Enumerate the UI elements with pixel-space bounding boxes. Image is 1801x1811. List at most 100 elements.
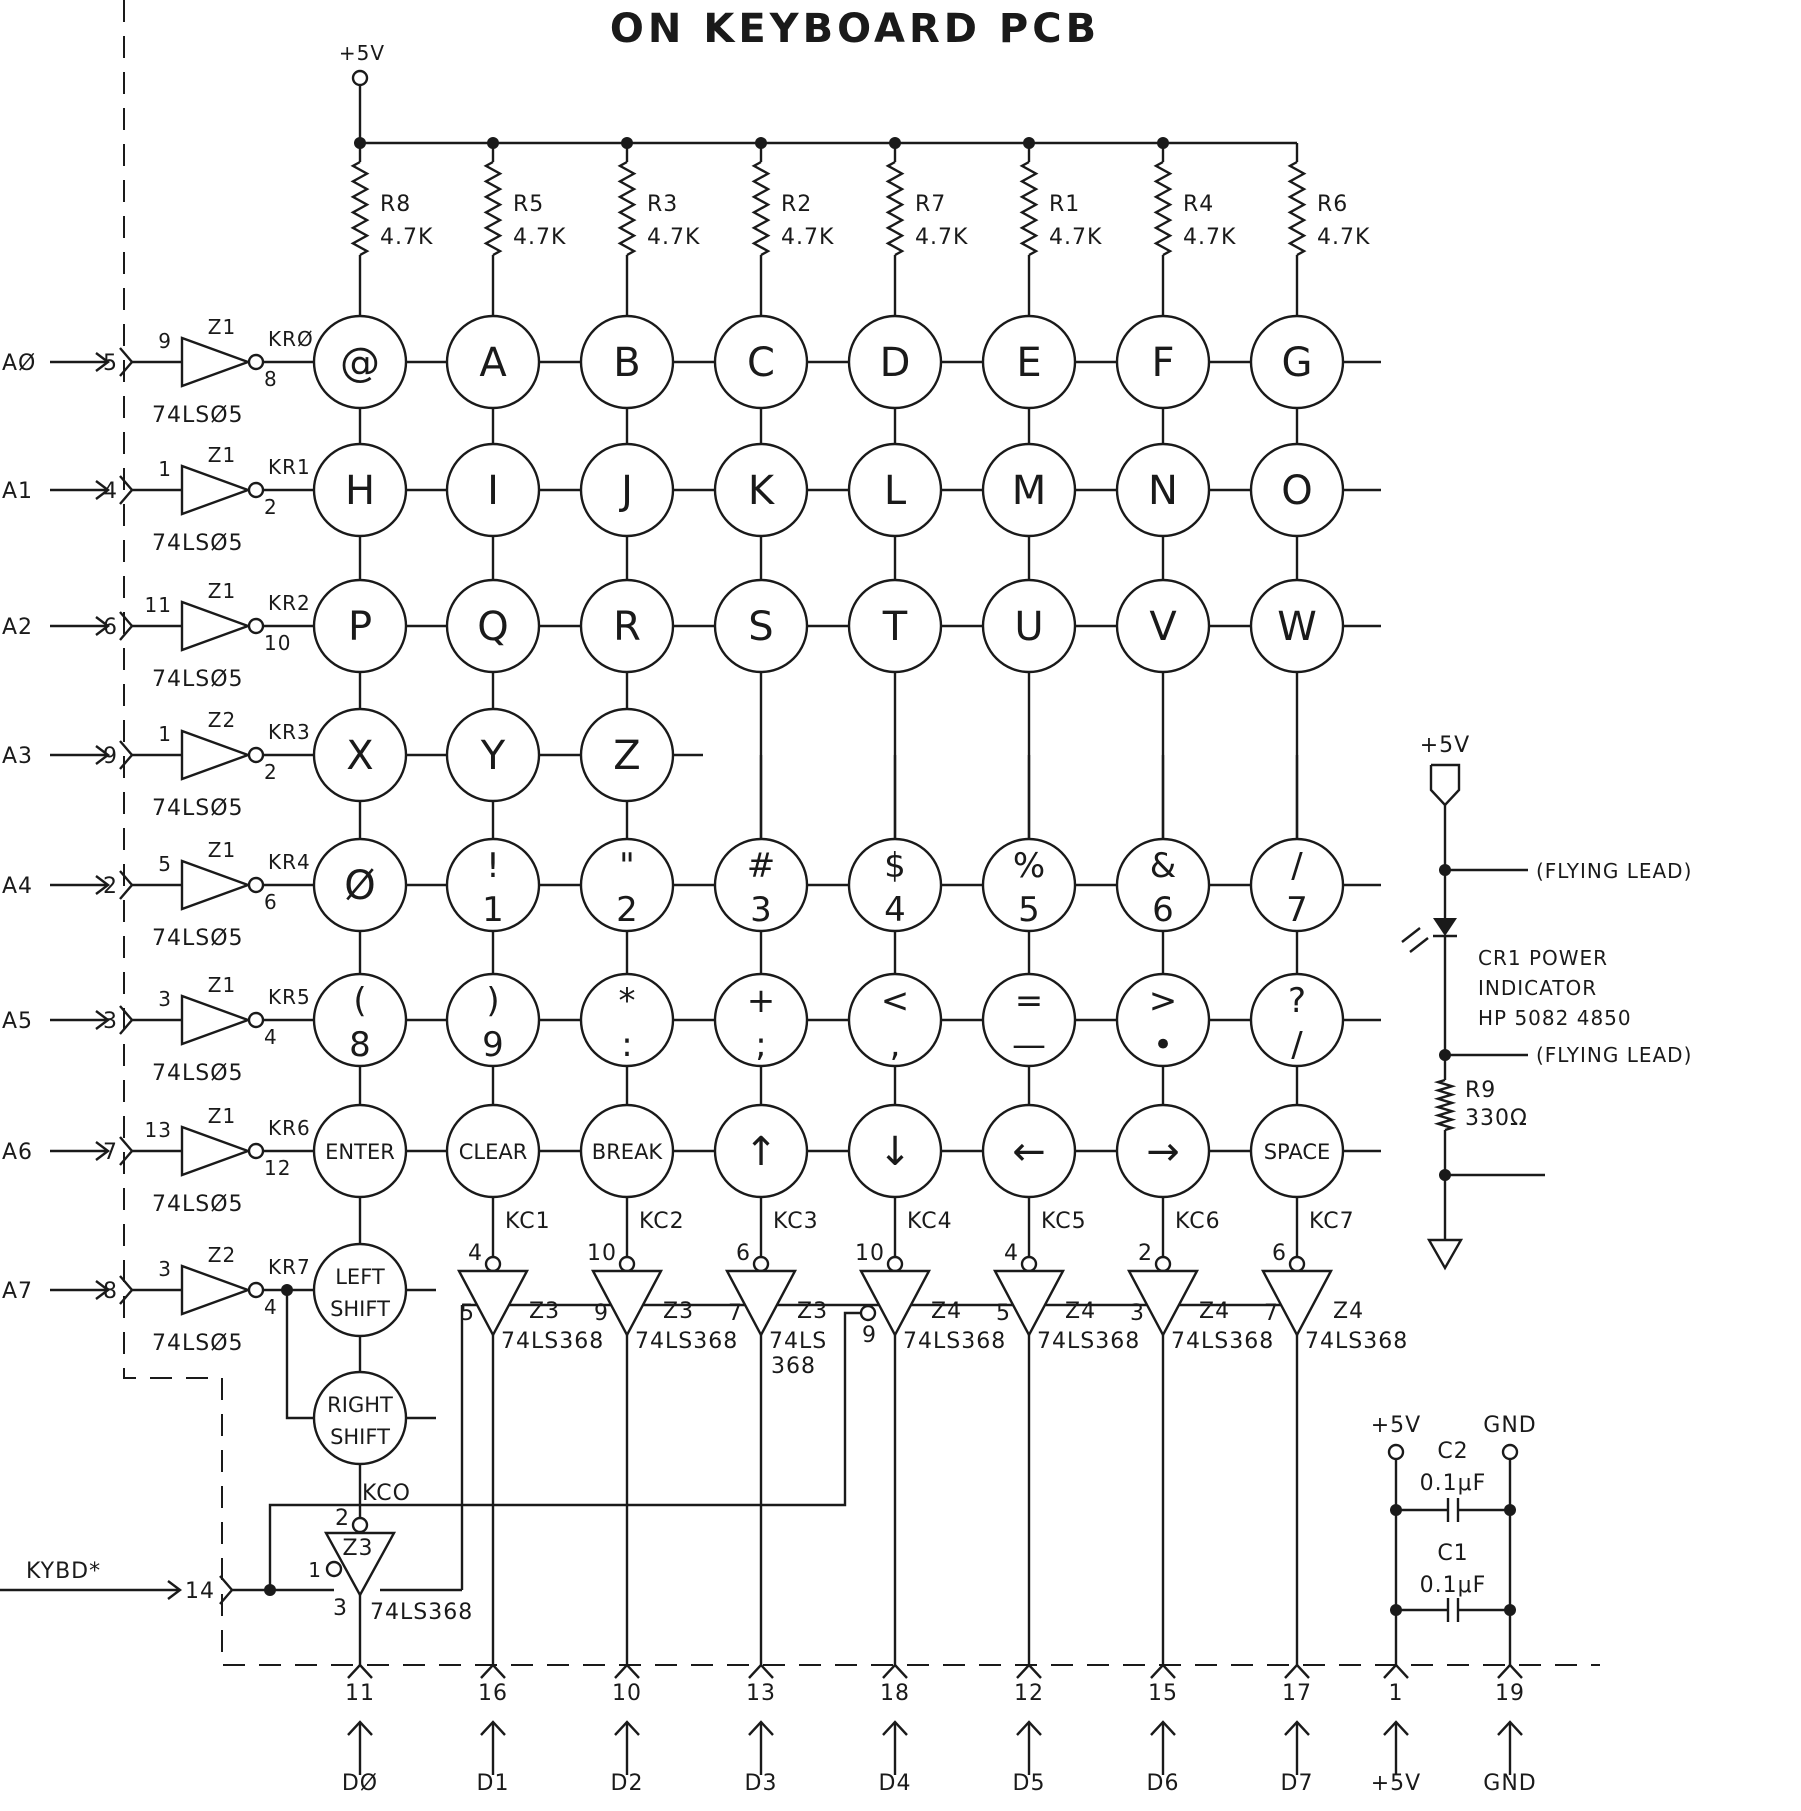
key-legend: A bbox=[479, 340, 507, 386]
resistor-value: 4.7K bbox=[513, 225, 566, 250]
key-switch bbox=[579, 707, 675, 803]
key-legend: I bbox=[487, 468, 499, 514]
key-legend: O bbox=[1281, 468, 1312, 514]
resistor-name: R8 bbox=[380, 192, 411, 217]
inverter-gate bbox=[180, 729, 252, 781]
cap-gnd-label: GND bbox=[1483, 1413, 1536, 1438]
led-diode bbox=[1433, 918, 1457, 936]
column-signal: KC3 bbox=[773, 1209, 819, 1234]
buffer-input-bubble bbox=[752, 1255, 770, 1273]
gate-output-pin: 12 bbox=[264, 1156, 291, 1180]
kybd-label: KYBD* bbox=[26, 1559, 101, 1584]
gnd-terminal bbox=[1501, 1443, 1519, 1461]
key-top-legend: < bbox=[881, 981, 910, 1021]
key-switch bbox=[981, 837, 1077, 933]
tristate-buffer bbox=[725, 1269, 797, 1338]
rail-junction bbox=[889, 137, 901, 149]
buffer-pin: 5 bbox=[996, 1301, 1011, 1326]
lead-junction bbox=[1439, 864, 1451, 876]
gate-input-pin: 5 bbox=[158, 852, 172, 876]
buffer-pin: 1 bbox=[308, 1558, 322, 1582]
output-signal-name: DØ bbox=[342, 1771, 378, 1796]
key-switch bbox=[312, 578, 408, 674]
key-switch bbox=[312, 837, 408, 933]
shift-key-legend: LEFT bbox=[335, 1265, 385, 1289]
key-switch bbox=[1249, 578, 1345, 674]
output-pin-symbol bbox=[1016, 1663, 1042, 1679]
ic-designator: Z1 bbox=[208, 1104, 236, 1128]
buffer-pin: 2 bbox=[335, 1506, 350, 1531]
key-legend: R bbox=[613, 604, 641, 650]
gate-input-pin: 3 bbox=[158, 1257, 172, 1281]
output-signal-name: D1 bbox=[477, 1771, 510, 1796]
ground-symbol bbox=[1426, 1238, 1464, 1271]
key-legend: S bbox=[748, 604, 773, 650]
connector-pin: 14 bbox=[185, 1579, 215, 1604]
resistor-value: 4.7K bbox=[1183, 225, 1236, 250]
buffer-pin: 2 bbox=[1138, 1241, 1153, 1266]
ic-designator: Z1 bbox=[208, 443, 236, 467]
ic-designator: Z1 bbox=[208, 838, 236, 862]
supply-label: +5V bbox=[339, 41, 385, 65]
gate-input-pin: 1 bbox=[158, 457, 172, 481]
key-switch bbox=[312, 442, 408, 538]
output-signal-name: D5 bbox=[1013, 1771, 1046, 1796]
row-signal: KR3 bbox=[268, 720, 311, 744]
key-bottom-legend: 3 bbox=[750, 890, 772, 930]
kr7-branch-wire bbox=[285, 1290, 314, 1420]
connector-pin: 8 bbox=[103, 1279, 118, 1304]
key-switch bbox=[981, 1103, 1077, 1199]
output-signal-name: D4 bbox=[879, 1771, 912, 1796]
key-top-legend: % bbox=[1013, 846, 1045, 886]
arrow-head bbox=[1284, 1720, 1310, 1736]
address-input-label: A4 bbox=[2, 874, 33, 899]
key-switch bbox=[981, 972, 1077, 1068]
rail-junction bbox=[487, 137, 499, 149]
buffer-input-bubble bbox=[886, 1255, 904, 1273]
rail-junction bbox=[621, 137, 633, 149]
key-switch bbox=[847, 442, 943, 538]
key-legend: Y bbox=[480, 733, 506, 779]
key-switch bbox=[579, 442, 675, 538]
column-signal: KCO bbox=[362, 1481, 411, 1506]
key-switch bbox=[312, 972, 408, 1068]
arrow-head bbox=[95, 616, 110, 636]
connector-pin: 6 bbox=[103, 615, 118, 640]
key-legend: X bbox=[346, 733, 373, 779]
key-legend: B bbox=[613, 340, 640, 386]
key-switch bbox=[1249, 837, 1345, 933]
key-switch bbox=[713, 1103, 809, 1199]
key-top-legend: = bbox=[1015, 981, 1044, 1021]
connector-pin: 7 bbox=[103, 1140, 118, 1165]
key-switch bbox=[847, 578, 943, 674]
ic-part-number: 74LS368 bbox=[635, 1329, 738, 1354]
key-legend: SPACE bbox=[1264, 1140, 1331, 1164]
key-switch bbox=[713, 837, 809, 933]
ic-part-number: 74LSØ5 bbox=[152, 1192, 244, 1217]
ic-designator: Z2 bbox=[208, 708, 236, 732]
key-top-legend: ( bbox=[353, 981, 366, 1021]
key-switch bbox=[713, 442, 809, 538]
inverter-output-bubble bbox=[247, 876, 265, 894]
address-input-label: A5 bbox=[2, 1009, 33, 1034]
key-legend: ↓ bbox=[878, 1129, 912, 1175]
tristate-buffer bbox=[323, 1531, 397, 1598]
key-legend: H bbox=[345, 468, 375, 514]
buffer-pin: 3 bbox=[1130, 1301, 1145, 1326]
key-switch bbox=[445, 972, 541, 1068]
ic-designator: Z1 bbox=[208, 973, 236, 997]
row-signal: KR5 bbox=[268, 985, 311, 1009]
cap-supply-label: +5V bbox=[1371, 1413, 1421, 1438]
cap-junction bbox=[1390, 1604, 1402, 1616]
column-signal: KC4 bbox=[907, 1209, 953, 1234]
key-top-legend: $ bbox=[884, 846, 906, 886]
led-text: CR1 POWER bbox=[1478, 946, 1608, 970]
arrow-head bbox=[1016, 1720, 1042, 1736]
tristate-buffer bbox=[457, 1269, 529, 1338]
ic-designator: Z2 bbox=[208, 1243, 236, 1267]
key-switch bbox=[847, 972, 943, 1068]
connector-pin-symbol bbox=[119, 1275, 134, 1305]
flying-lead-label: (FLYING LEAD) bbox=[1536, 1043, 1692, 1067]
key-legend: G bbox=[1282, 340, 1313, 386]
row-signal: KRØ bbox=[268, 327, 314, 351]
